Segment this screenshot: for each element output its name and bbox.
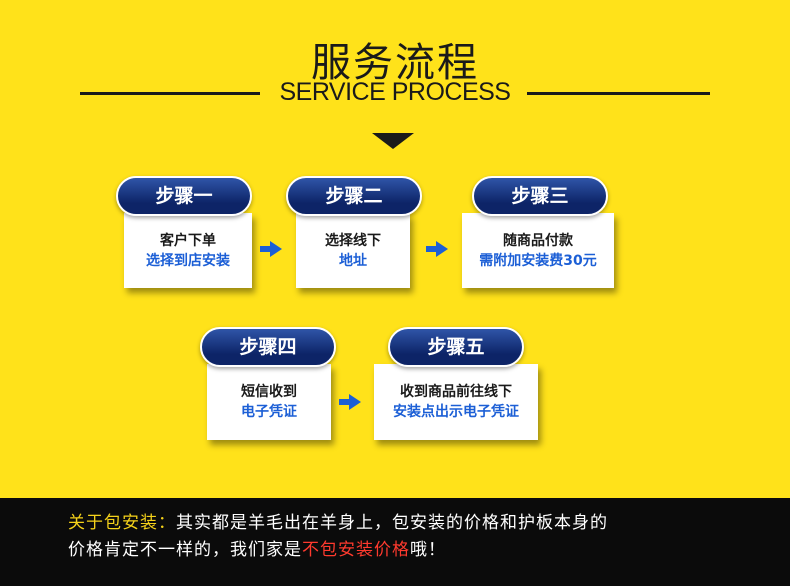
step-1-line2: 选择到店安装 [146,253,230,269]
arrow-right-icon [339,394,361,410]
step-3-card: 随商品付款 需附加安装费30元 [462,213,614,288]
step-3-line1: 随商品付款 [503,233,573,249]
step-2-line2: 地址 [339,253,367,269]
page-subtitle: SERVICE PROCESS [279,78,511,106]
footer-line2-start: 价格肯定不一样的，我们家是 [68,540,302,560]
step-2-badge: 步骤二 [286,176,422,216]
step-4-line2: 电子凭证 [241,404,297,420]
footer-label: 关于包安装： [68,513,176,533]
step-4-badge: 步骤四 [200,327,336,367]
page-title: 服务流程 [311,40,479,86]
step-1-card: 客户下单 选择到店安装 [124,213,252,288]
step-5-line1: 收到商品前往线下 [400,384,512,400]
step-3-line2: 需附加安装费30元 [479,253,597,269]
footer-line2-end: 哦！ [410,540,446,560]
step-1-badge: 步骤一 [116,176,252,216]
footer-line1-text: 其实都是羊毛出在羊身上，包安装的价格和护板本身的 [176,513,608,533]
arrow-right-icon [260,241,282,257]
divider-left [80,92,260,95]
footer-line-2: 价格肯定不一样的，我们家是不包安装价格哦！ [68,537,790,564]
step-2-card: 选择线下 地址 [296,213,410,288]
step-2-line1: 选择线下 [325,233,381,249]
step-5-line2: 安装点出示电子凭证 [393,404,519,420]
footer-line-1: 关于包安装：其实都是羊毛出在羊身上，包安装的价格和护板本身的 [68,510,790,537]
divider-right [527,92,710,95]
down-triangle-icon [372,133,414,149]
step-1-line1: 客户下单 [160,233,216,249]
footer-note: 关于包安装：其实都是羊毛出在羊身上，包安装的价格和护板本身的 价格肯定不一样的，… [0,498,790,586]
step-5-card: 收到商品前往线下 安装点出示电子凭证 [374,364,538,440]
step-4-line1: 短信收到 [241,384,297,400]
footer-highlight: 不包安装价格 [302,540,410,560]
step-5-badge: 步骤五 [388,327,524,367]
step-3-badge: 步骤三 [472,176,608,216]
arrow-right-icon [426,241,448,257]
step-4-card: 短信收到 电子凭证 [207,364,331,440]
